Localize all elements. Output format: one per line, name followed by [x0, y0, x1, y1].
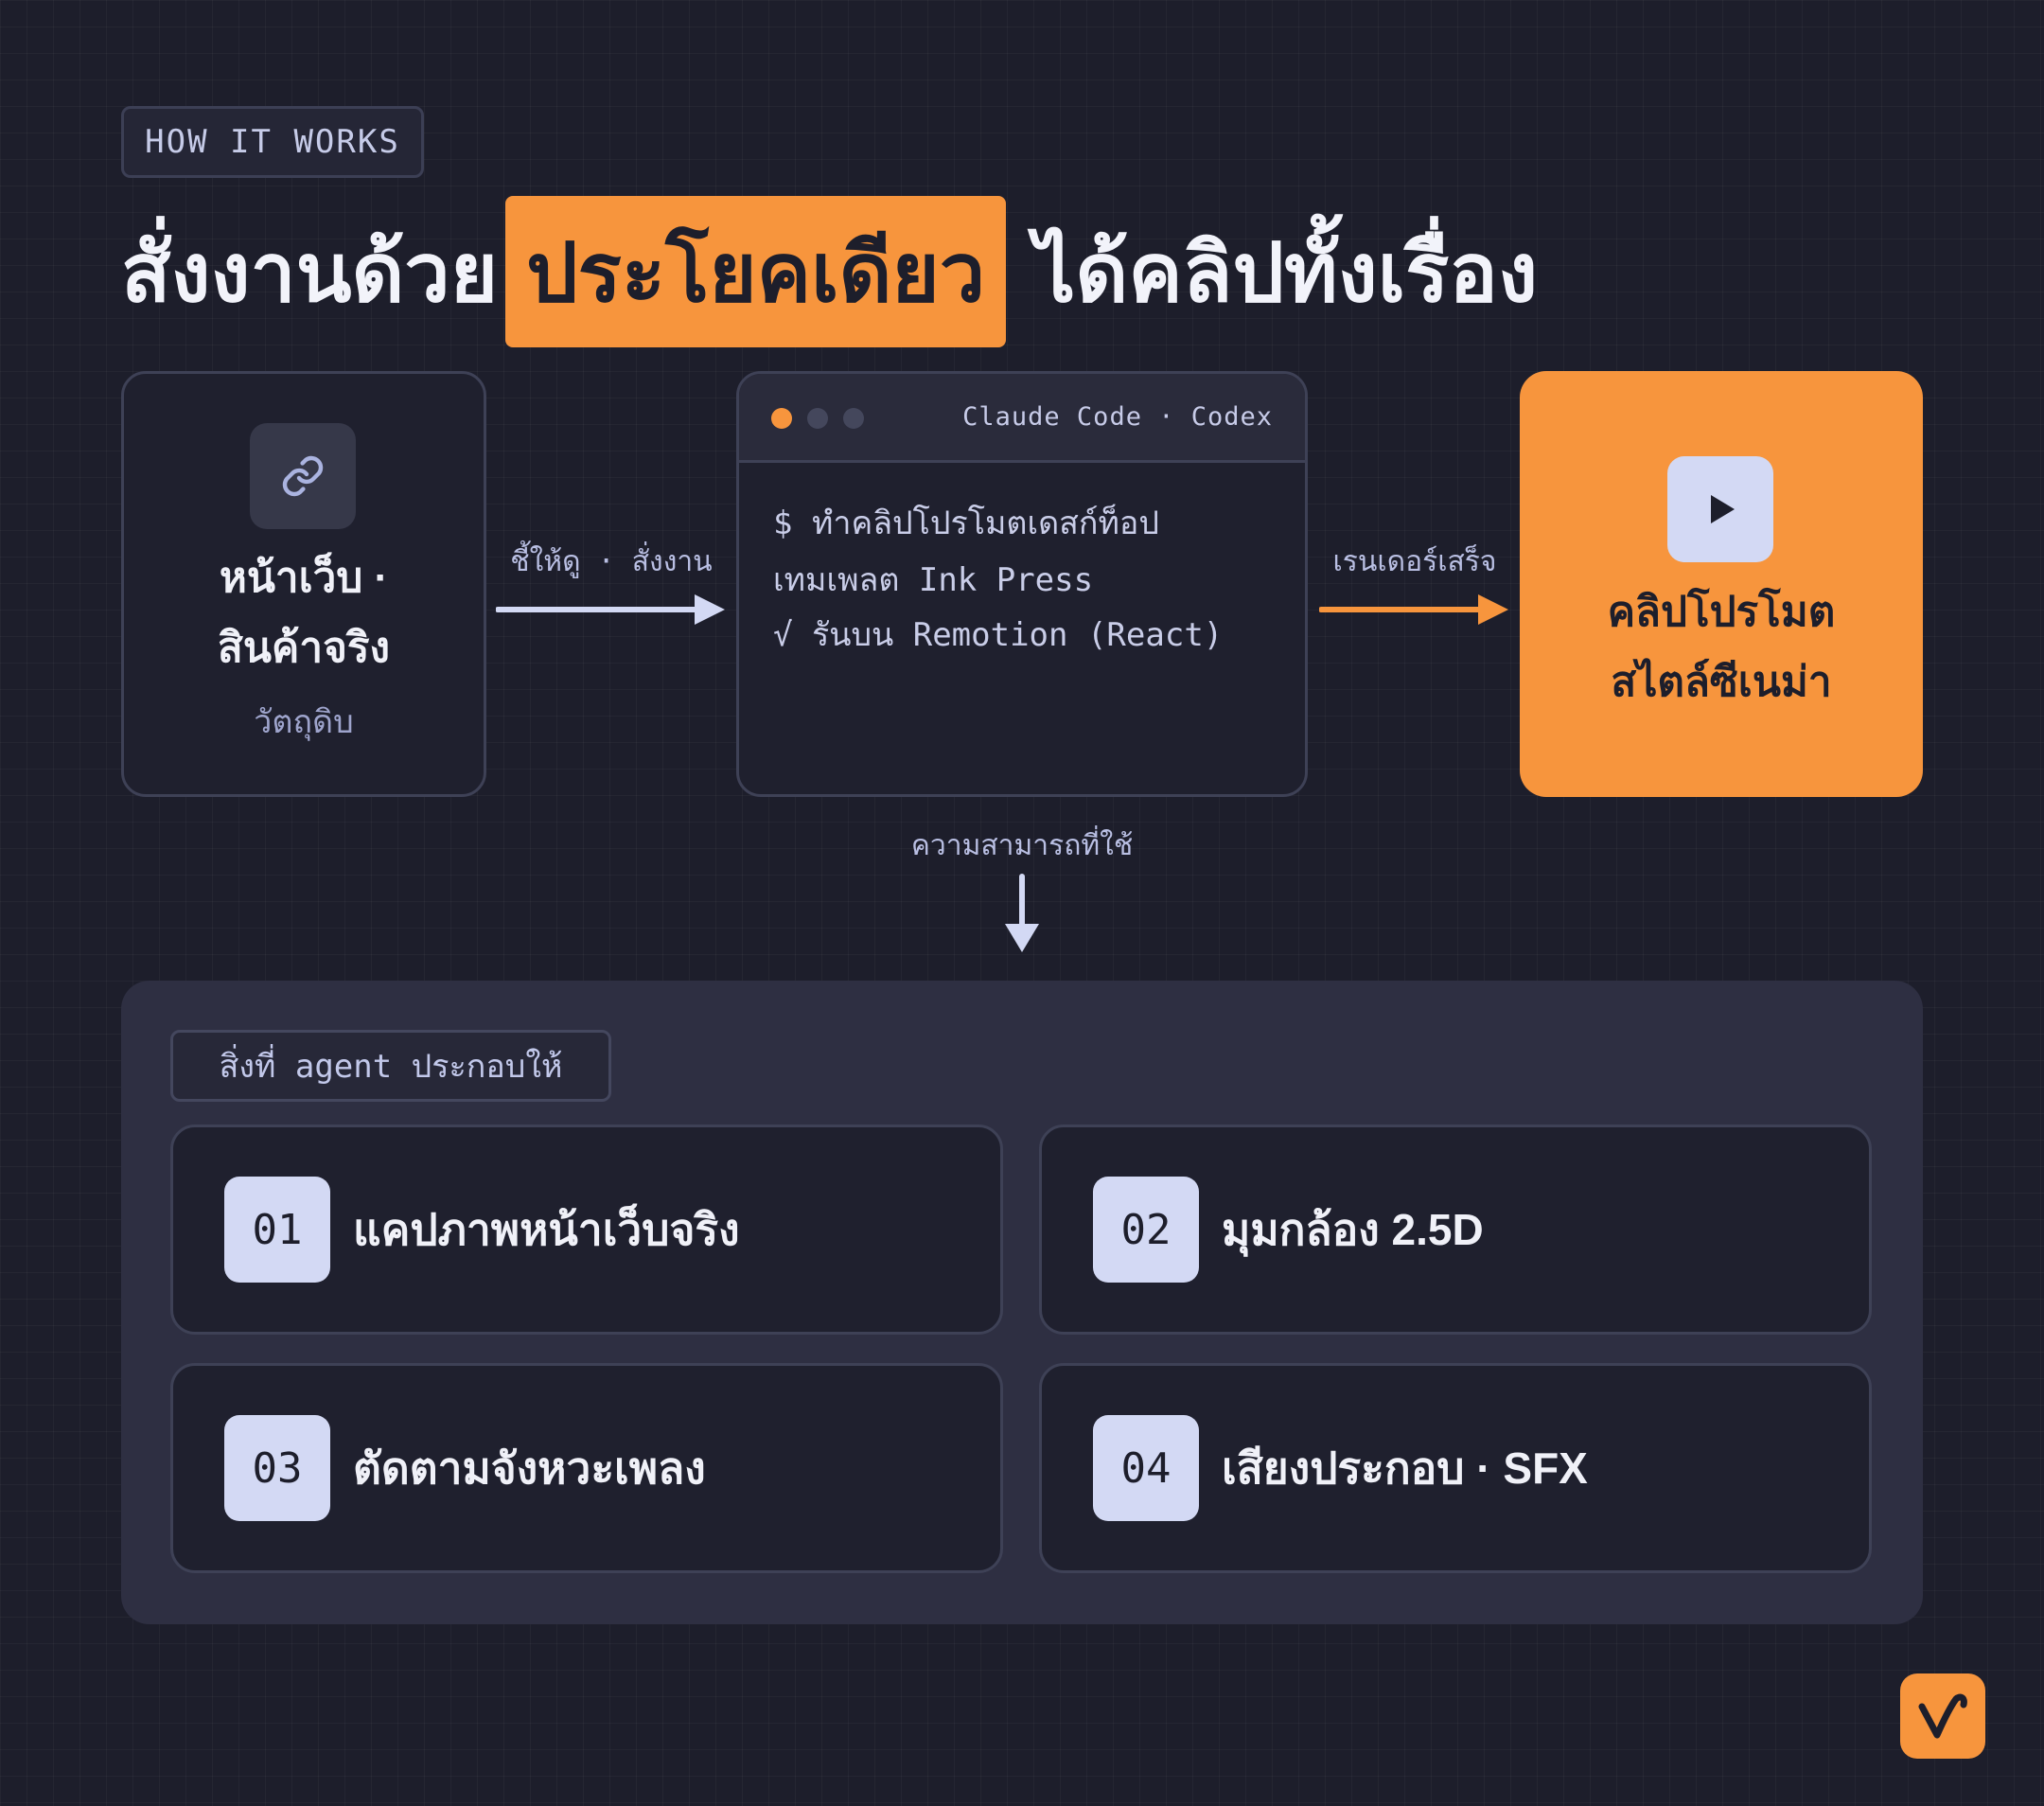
- terminal-line-2: เทมเพลต Ink Press: [773, 561, 1094, 599]
- capability-item-02: 02 มุมกล้อง 2.5D: [1039, 1124, 1872, 1335]
- link-icon: [250, 423, 356, 529]
- arrow-down-icon: [1005, 874, 1039, 952]
- item-text: ตัดตามจังหวะเพลง: [353, 1443, 706, 1493]
- terminal-title: Claude Code · Codex: [962, 402, 1273, 432]
- item-text: มุมกล้อง 2.5D: [1222, 1205, 1484, 1254]
- item-text: เสียงประกอบ · SFX: [1222, 1443, 1588, 1493]
- source-title-line1: หน้าเว็บ ·: [219, 555, 389, 601]
- source-title-line2: สินค้าจริง: [218, 625, 390, 671]
- headline-highlight: ประโยคเดียว: [505, 196, 1007, 347]
- capability-item-04: 04 เสียงประกอบ · SFX: [1039, 1363, 1872, 1573]
- output-title: คลิปโปรโมต สไตล์ซีเนม่า: [1520, 577, 1923, 717]
- arrow-right-icon: [496, 594, 725, 625]
- capability-item-03: 03 ตัดตามจังหวะเพลง: [170, 1363, 1003, 1573]
- window-dot-gray: [843, 408, 864, 429]
- output-title-line2: สไตล์ซีเนม่า: [1611, 659, 1832, 705]
- headline-before: สั่งงานด้วย: [121, 227, 499, 319]
- window-dot-orange: [771, 408, 792, 429]
- terminal-window: Claude Code · Codex $ ทำคลิปโปรโมตเดสก์ท…: [736, 371, 1308, 797]
- panel-tag: สิ่งที่ agent ประกอบให้: [170, 1030, 611, 1102]
- window-dot-gray: [807, 408, 828, 429]
- terminal-line-1: $ ทำคลิปโปรโมตเดสก์ท็อป: [773, 505, 1159, 542]
- how-it-works-badge: HOW IT WORKS: [121, 106, 424, 178]
- arrow2-label: เรนเดอร์เสร็จ: [1332, 545, 1497, 578]
- source-subtitle: วัตถุดิบ: [254, 703, 354, 741]
- brand-logo-icon: [1900, 1673, 1985, 1759]
- item-number: 04: [1093, 1415, 1199, 1521]
- output-card: [1520, 371, 1923, 797]
- terminal-line-3: √ รันบน Remotion (React): [773, 616, 1224, 654]
- output-title-line1: คลิปโปรโมต: [1607, 589, 1836, 635]
- headline: สั่งงานด้วย ประโยคเดียว ได้คลิปทั้งเรื่อ…: [121, 195, 1538, 348]
- source-title: หน้าเว็บ · สินค้าจริง: [121, 543, 486, 683]
- item-number: 01: [224, 1177, 330, 1283]
- item-number: 02: [1093, 1177, 1199, 1283]
- capability-label: ความสามารถที่ใช้: [910, 829, 1134, 862]
- item-text: แคปภาพหน้าเว็บจริง: [353, 1205, 740, 1254]
- terminal-titlebar: Claude Code · Codex: [739, 374, 1305, 463]
- arrow-right-icon: [1319, 594, 1508, 625]
- item-number: 03: [224, 1415, 330, 1521]
- capability-item-01: 01 แคปภาพหน้าเว็บจริง: [170, 1124, 1003, 1335]
- arrow1-label: ชี้ให้ดู · สั่งงาน: [510, 545, 713, 578]
- headline-after: ได้คลิปทั้งเรื่อง: [1034, 227, 1538, 319]
- play-icon: [1667, 456, 1773, 562]
